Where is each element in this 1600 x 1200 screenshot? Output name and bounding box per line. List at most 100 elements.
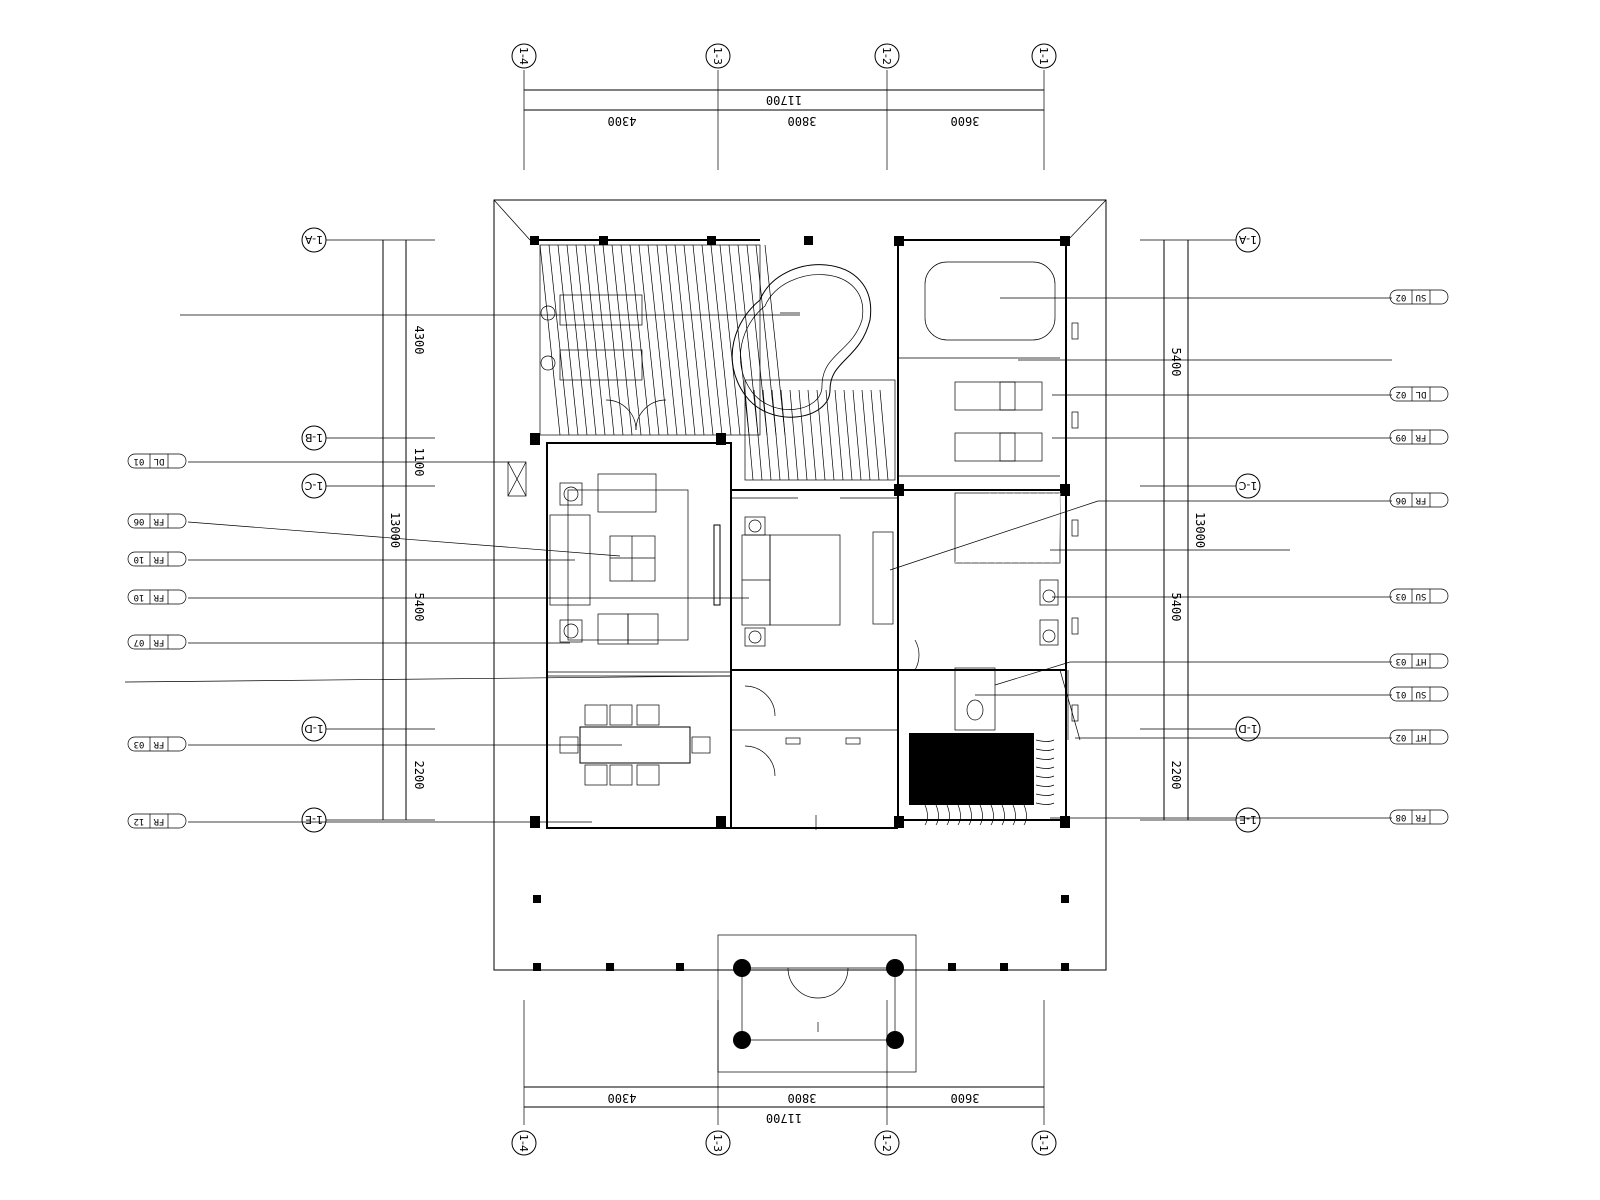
right-tag-6-num: 03 (1396, 656, 1407, 666)
right-tag-6-code: HT (1415, 656, 1426, 666)
closet-area (909, 669, 1081, 826)
right-tag-3-code: FR (1415, 432, 1426, 442)
grid-bubble-bottom-3: 1-2 (880, 1134, 893, 1152)
right-tag-9-num: 08 (1396, 812, 1407, 822)
spa-area (898, 261, 1079, 722)
right-tag-4: 06 FR (1389, 492, 1449, 508)
right-tag-2-code: DL (1416, 389, 1427, 399)
left-tag-3-num: 10 (134, 554, 145, 564)
right-tag-8-code: HT (1415, 732, 1426, 742)
right-tag-7-code: SU (1416, 689, 1427, 699)
wood-deck (539, 244, 896, 481)
bottom-dim-seg-3: 3600 (951, 1091, 980, 1105)
left-dim-seg-4: 2200 (412, 761, 426, 790)
right-tag-3: 09 FR (1389, 429, 1449, 445)
bathroom-fixtures (954, 492, 1061, 731)
left-tag-4: 10 FR (127, 589, 187, 605)
grid-bubble-bottom-1: 1-4 (517, 1134, 530, 1152)
right-tag-7: 01 SU (1389, 686, 1449, 702)
deck-doors (605, 399, 667, 431)
right-tag-7-num: 01 (1396, 689, 1407, 699)
right-dim-seg-2: 5400 (1169, 593, 1183, 622)
left-tag-1-num: 01 (134, 456, 145, 466)
left-tag-6: 03 FR (127, 736, 187, 752)
right-tag-8-num: 02 (1396, 732, 1407, 742)
left-dim-seg-3: 5400 (412, 593, 426, 622)
right-tag-4-num: 06 (1396, 495, 1407, 505)
deck-loungers (540, 294, 643, 381)
right-tag-9-code: FR (1415, 812, 1426, 822)
living-room-furniture (507, 461, 731, 677)
left-tag-6-num: 03 (134, 739, 145, 749)
left-tag-1: 01 DL (127, 453, 187, 469)
top-dim-seg-3: 3600 (951, 114, 980, 128)
grid-bubble-right-4: 1-E (1239, 813, 1257, 826)
entrance-gate (717, 934, 917, 1073)
left-dimension-lines: 13000 4300 1100 5400 2200 (370, 239, 435, 821)
left-dim-seg-1: 4300 (412, 326, 426, 355)
left-tag-1-code: DL (154, 456, 165, 466)
roof-outline (493, 199, 1107, 971)
left-tag-2-code: FR (153, 516, 164, 526)
right-grid-bubbles: 1-A 1-C 1-D 1-E (1200, 227, 1261, 833)
left-tag-2: 06 FR (127, 513, 187, 529)
right-dimension-lines: 5400 5400 2200 13000 (1140, 239, 1207, 821)
grid-bubble-right-1: 1-A (1238, 233, 1257, 246)
right-tag-6: 03 HT (1389, 653, 1449, 669)
building-walls (534, 239, 1067, 829)
left-tag-6-code: FR (153, 739, 164, 749)
right-tag-1: 02 SU (1389, 289, 1449, 305)
right-tag-1-code: SU (1416, 292, 1427, 302)
left-tag-3-code: FR (153, 554, 164, 564)
bottom-dim-seg-1: 4300 (608, 1091, 637, 1105)
right-tag-2: 02 DL (1389, 386, 1449, 402)
grid-bubble-bottom-2: 1-3 (711, 1134, 724, 1152)
left-grid-bubbles: 1-A 1-B 1-C 1-D 1-E (301, 227, 370, 833)
grid-bubble-left-5: 1-E (305, 813, 323, 826)
grid-bubble-right-3: 1-D (1238, 722, 1257, 735)
right-tag-5-code: SU (1416, 591, 1427, 601)
left-tag-5: 07 FR (127, 634, 187, 650)
right-annotation-tags (889, 297, 1392, 819)
bottom-dim-seg-2: 3800 (788, 1091, 817, 1105)
left-tag-4-code: FR (153, 592, 164, 602)
grid-bubble-left-2: 1-B (305, 431, 323, 444)
top-grid-bubbles: 1-4 1-3 1-2 1-1 (511, 43, 1057, 69)
grid-bubble-bottom-4: 1-1 (1037, 1134, 1050, 1152)
right-tag-5-num: 03 (1396, 591, 1407, 601)
left-tag-5-code: FR (153, 637, 164, 647)
grid-bubble-top-3: 1-2 (880, 47, 893, 65)
right-tag-8: 02 HT (1389, 729, 1449, 745)
grid-bubble-top-4: 1-1 (1037, 47, 1050, 65)
left-tag-5-num: 07 (134, 637, 145, 647)
bottom-grid-bubbles: 1-4 1-3 1-2 1-1 (511, 1130, 1057, 1156)
top-total-dim: 11700 (766, 93, 802, 107)
left-tag-3: 10 FR (127, 551, 187, 567)
right-tag-3-num: 09 (1396, 432, 1407, 442)
right-tag-2-num: 02 (1396, 389, 1407, 399)
left-annotation-tags (124, 314, 800, 823)
grid-bubble-left-1: 1-A (304, 233, 323, 246)
grid-bubble-top-2: 1-3 (711, 47, 724, 65)
entrance-area (744, 685, 861, 830)
left-total-dim: 13000 (388, 512, 402, 548)
grid-bubble-left-3: 1-C (304, 479, 323, 492)
right-tag-1-num: 02 (1396, 292, 1407, 302)
grid-bubble-right-2: 1-C (1238, 479, 1257, 492)
top-dimension-lines: 11700 4300 3800 3600 (523, 70, 1045, 170)
left-tag-2-num: 06 (134, 516, 145, 526)
bottom-total-dim: 11700 (766, 1111, 802, 1125)
right-tag-5: 03 SU (1389, 588, 1449, 604)
left-tag-7-num: 12 (134, 816, 145, 826)
grid-bubble-top-1: 1-4 (517, 47, 530, 65)
left-tag-4-num: 10 (134, 592, 145, 602)
grid-bubble-left-4: 1-D (304, 722, 323, 735)
right-tag-4-code: FR (1415, 495, 1426, 505)
top-dim-seg-1: 4300 (608, 114, 637, 128)
bottom-dimension-lines: 4300 3800 3600 11700 (523, 1000, 1045, 1125)
right-total-dim: 13000 (1193, 512, 1207, 548)
